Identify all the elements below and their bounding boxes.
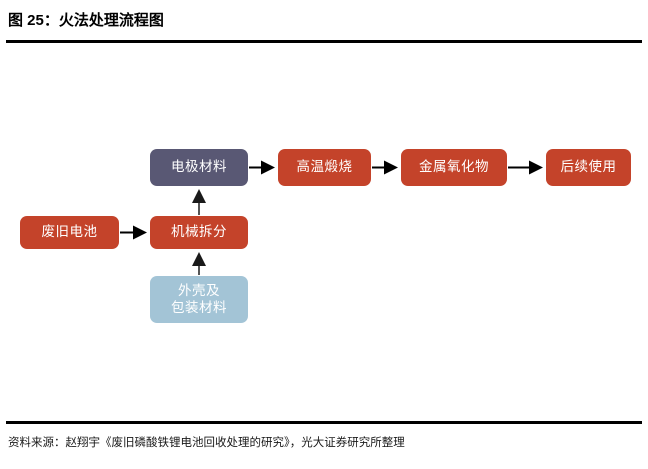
node-metal-oxide: 金属氧化物 — [401, 149, 507, 186]
page-title: 图 25：火法处理流程图 — [8, 12, 164, 29]
source-note: 资料来源：赵翔宇《废旧磷酸铁锂电池回收处理的研究》，光大证券研究所整理 — [8, 437, 405, 449]
node-shell-packaging: 外壳及 包装材料 — [150, 276, 248, 323]
node-electrode-mat: 电极材料 — [150, 149, 248, 186]
source-divider — [6, 421, 642, 424]
node-waste-battery: 废旧电池 — [20, 216, 119, 249]
flowchart-connectors — [120, 160, 543, 275]
node-mech-dismantle: 机械拆分 — [150, 216, 248, 249]
node-further-use: 后续使用 — [546, 149, 631, 186]
title-divider — [6, 40, 642, 43]
flowchart-canvas: 废旧电池 机械拆分 电极材料 外壳及 包装材料 高温煅烧 金属氧化物 后续使用 — [0, 44, 648, 419]
node-high-temp-calc: 高温煅烧 — [278, 149, 371, 186]
